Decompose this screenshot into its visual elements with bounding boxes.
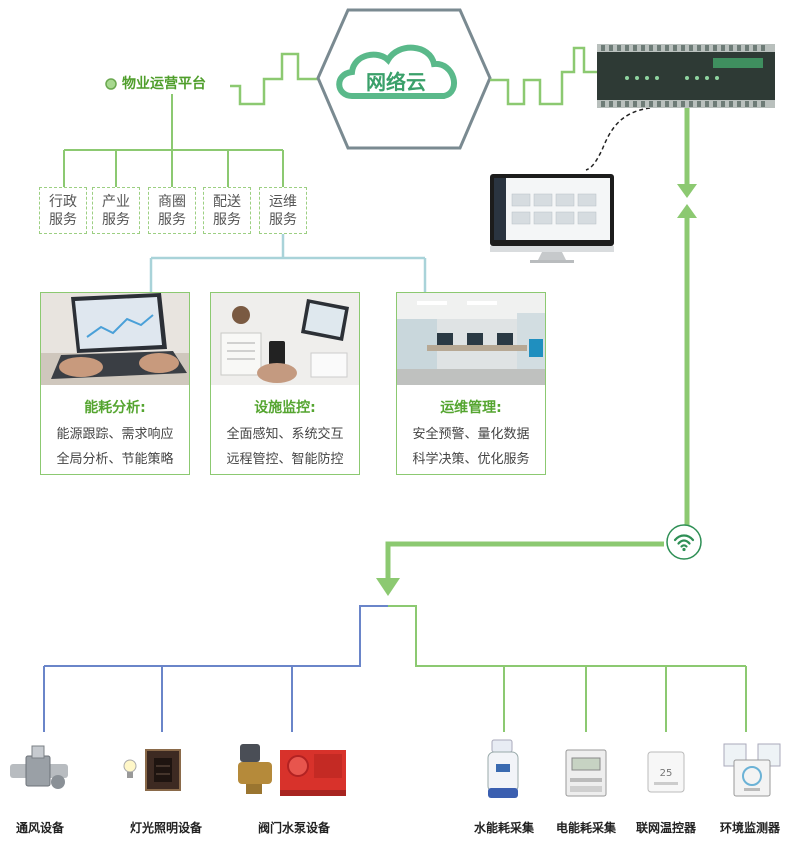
panel-facility-monitoring: 设施监控: 全面感知、系统交互 远程管控、智能防控 bbox=[210, 292, 360, 475]
valve-pump-icon bbox=[236, 740, 348, 800]
lighting-switch-icon bbox=[118, 748, 182, 794]
cloud-controller-link bbox=[490, 46, 600, 106]
monitor-icon bbox=[488, 172, 616, 264]
panel-title: 能耗分析: bbox=[84, 400, 146, 416]
laptop-work-image bbox=[41, 293, 189, 385]
service-industry: 产业 服务 bbox=[92, 187, 140, 234]
field-feed-line bbox=[385, 541, 664, 580]
down-arrow-head bbox=[677, 184, 697, 198]
field-arrow-head bbox=[376, 578, 400, 596]
right-bus-green bbox=[388, 605, 746, 667]
water-meter-icon bbox=[484, 738, 524, 802]
power-meter-icon bbox=[564, 748, 608, 798]
panel-ops-management: 运维管理: 安全预警、量化数据 科学决策、优化服务 bbox=[396, 292, 546, 475]
platform-cloud-link bbox=[230, 52, 318, 106]
panel-line-2: 科学决策、优化服务 bbox=[412, 452, 530, 467]
thermostat-icon: 25 bbox=[646, 750, 686, 794]
platform-node-dot bbox=[105, 78, 117, 90]
device-label-environment: 环境监测器 bbox=[719, 821, 780, 835]
service-business: 商圈 服务 bbox=[148, 187, 196, 234]
platform-title: 物业运营平台 bbox=[122, 76, 206, 92]
gateway-controller-icon bbox=[597, 44, 775, 108]
cloud-label: 网络云 bbox=[366, 70, 426, 94]
office-image bbox=[397, 293, 545, 385]
panel-title: 设施监控: bbox=[254, 400, 316, 416]
cloud-shape bbox=[336, 44, 457, 99]
monitor-cable bbox=[585, 107, 651, 171]
panel-line-1: 全面感知、系统交互 bbox=[226, 427, 344, 442]
panel-title: 运维管理: bbox=[440, 400, 502, 416]
service-admin: 行政 服务 bbox=[39, 187, 87, 234]
panel-line-1: 安全预警、量化数据 bbox=[412, 427, 530, 442]
device-label-power: 电能耗采集 bbox=[555, 821, 616, 835]
service-delivery: 配送 服务 bbox=[203, 187, 251, 234]
up-arrow-head bbox=[677, 204, 697, 218]
desk-phone-image bbox=[211, 293, 359, 385]
device-label-valve-pump: 阀门水泵设备 bbox=[257, 821, 330, 835]
svg-text:25: 25 bbox=[660, 768, 673, 779]
device-label-thermostat: 联网温控器 bbox=[635, 821, 696, 835]
left-bus-blue bbox=[44, 605, 388, 667]
panel-line-2: 远程管控、智能防控 bbox=[226, 452, 344, 467]
wifi-icon bbox=[673, 534, 695, 552]
panel-line-2: 全局分析、节能策略 bbox=[56, 452, 174, 467]
device-label-water: 水能耗采集 bbox=[473, 821, 534, 835]
wifi-node bbox=[666, 524, 702, 560]
panel-line-1: 能源跟踪、需求响应 bbox=[56, 427, 174, 442]
ventilation-valve-icon bbox=[8, 742, 70, 798]
device-label-ventilation: 通风设备 bbox=[15, 821, 64, 835]
service-operations: 运维 服务 bbox=[259, 187, 307, 234]
environment-monitor-icon bbox=[722, 742, 782, 798]
device-label-lighting: 灯光照明设备 bbox=[129, 821, 202, 835]
panel-energy-analysis: 能耗分析: 能源跟踪、需求响应 全局分析、节能策略 bbox=[40, 292, 190, 475]
